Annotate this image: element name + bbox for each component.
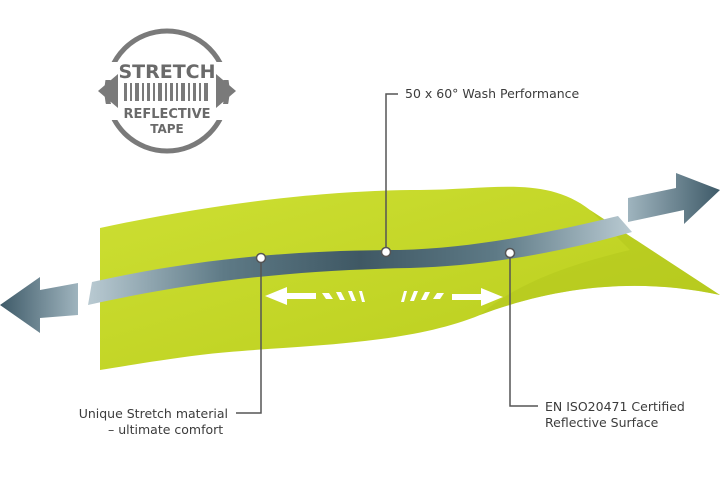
callout-line-certified: [509, 253, 538, 407]
fabric-shading: [480, 210, 720, 315]
callout-point-stretch: [255, 252, 267, 264]
callout-label-certified: EN ISO20471 Certified Reflective Surface: [545, 399, 685, 431]
right-stretch-arrow-icon: [628, 173, 720, 224]
left-stretch-arrow-icon: [0, 277, 78, 333]
callout-points: [255, 246, 516, 264]
callout-label-certified-line2: Reflective Surface: [545, 415, 659, 430]
badge-barcode-icon: [124, 83, 208, 101]
callout-label-stretch-line2: – ultimate comfort: [108, 422, 224, 437]
callout-line-wash: [385, 93, 398, 252]
callout-label-stretch: Unique Stretch material – ultimate comfo…: [70, 406, 228, 438]
reflective-strip: [88, 216, 632, 305]
badge-text-reflective: REFLECTIVE: [123, 107, 210, 122]
callout-line-stretch: [236, 258, 262, 414]
badge-left-arrow-icon: [98, 74, 118, 108]
badge-right-arrow-icon: [216, 74, 236, 108]
callout-point-wash: [380, 246, 392, 258]
badge-text-stretch: STRETCH: [118, 61, 215, 83]
stretch-double-arrow-icon: [265, 287, 503, 306]
callout-label-certified-line1: EN ISO20471 Certified: [545, 399, 685, 414]
stretch-reflective-tape-badge: STRETCH REFLECTIVE TAPE: [98, 28, 236, 154]
callout-label-stretch-line1: Unique Stretch material: [78, 406, 228, 421]
badge-text-tape: TAPE: [150, 122, 184, 136]
callout-label-wash: 50 x 60° Wash Performance: [405, 86, 580, 101]
callout-lines: [236, 93, 538, 414]
callout-point-certified: [504, 247, 516, 259]
